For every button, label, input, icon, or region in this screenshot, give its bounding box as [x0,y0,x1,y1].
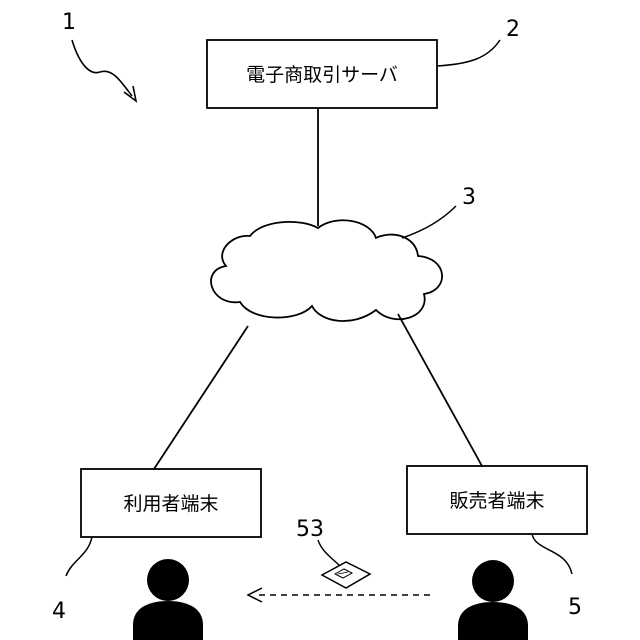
server-label: 電子商取引サーバ [246,64,398,86]
user-person-icon [133,559,203,640]
system-ref-arrow [72,40,132,96]
seller-terminal-leader [532,534,572,574]
network-seller-link [398,314,482,466]
ref-label-item: 53 [296,517,324,542]
ref-label-system: 1 [62,10,76,35]
seller-terminal-label: 販売者端末 [449,490,544,512]
item-leader [318,540,340,566]
user-terminal-label: 利用者端末 [123,493,218,515]
ref-label-network: 3 [462,185,476,210]
network-user-link [154,326,248,469]
server-leader [437,40,500,66]
ref-label-server: 2 [506,17,520,42]
ref-label-user-terminal: 4 [52,599,66,624]
ref-label-seller-terminal: 5 [568,595,582,620]
network-leader [402,206,456,238]
seller-person-icon [458,560,528,640]
item-card-icon [322,562,370,588]
user-terminal-leader [66,537,92,576]
